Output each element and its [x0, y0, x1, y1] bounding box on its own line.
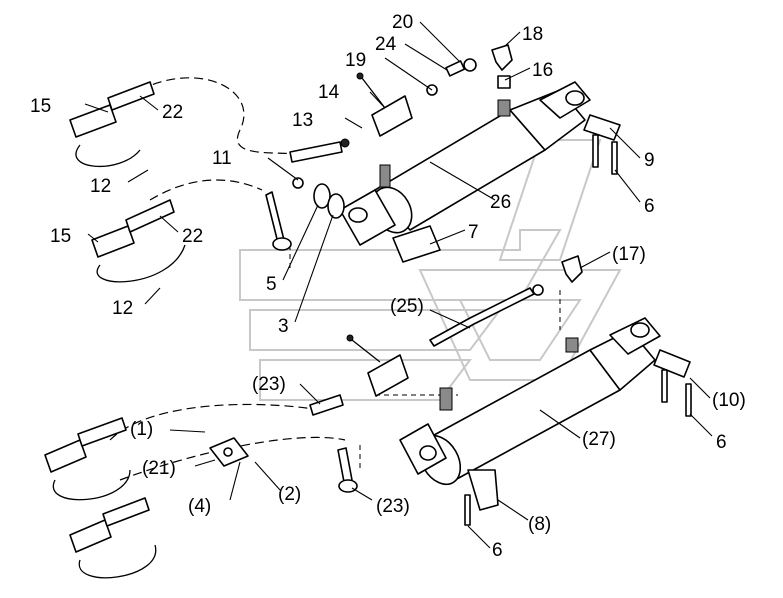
- callout-14: 14: [318, 82, 340, 103]
- seals: [313, 183, 345, 219]
- upper-cylinder: [339, 81, 591, 246]
- callout-24: 24: [375, 34, 397, 55]
- callout-22b: 22: [182, 226, 203, 247]
- callout-labels: 20 24 18 19 16 14 13 15 22 9 11 12 26 6 …: [30, 12, 746, 561]
- callout-26: 26: [490, 192, 511, 213]
- callout-12b: 12: [112, 298, 133, 319]
- pins-and-brackets: [209, 114, 692, 526]
- callout-10: (10): [712, 390, 746, 411]
- valve-blocks: [346, 72, 413, 397]
- callout-19: 19: [345, 50, 366, 71]
- callout-22a: 22: [162, 102, 183, 123]
- callout-7: 7: [468, 222, 479, 243]
- quick-couplers: [44, 81, 186, 579]
- callout-15b: 15: [50, 226, 71, 247]
- callout-23b: (23): [376, 496, 410, 517]
- fittings: [265, 138, 358, 493]
- callout-16: 16: [532, 60, 553, 81]
- callout-3: 3: [278, 316, 289, 337]
- callout-18: 18: [522, 24, 543, 45]
- callout-13: 13: [292, 110, 313, 131]
- callout-1: (1): [130, 419, 153, 440]
- leader-lines: [84, 21, 713, 549]
- callout-11: 11: [212, 148, 232, 169]
- callout-2: (2): [278, 484, 301, 505]
- callout-27: (27): [582, 429, 616, 450]
- callout-9: 9: [644, 150, 655, 171]
- callout-5: 5: [266, 274, 277, 295]
- callout-23a: (23): [252, 374, 286, 395]
- callout-12a: 12: [90, 176, 111, 197]
- callout-6b: 6: [716, 432, 727, 453]
- callout-17: (17): [612, 244, 646, 265]
- callout-25: (25): [390, 296, 424, 317]
- callout-8: (8): [528, 514, 551, 535]
- callout-15a: 15: [30, 96, 51, 117]
- callout-4: (4): [188, 496, 211, 517]
- callout-21: (21): [142, 458, 176, 479]
- callout-6c: 6: [492, 540, 503, 561]
- callout-20: 20: [392, 12, 413, 33]
- lower-cylinder: [399, 317, 661, 486]
- callout-6a: 6: [644, 196, 655, 217]
